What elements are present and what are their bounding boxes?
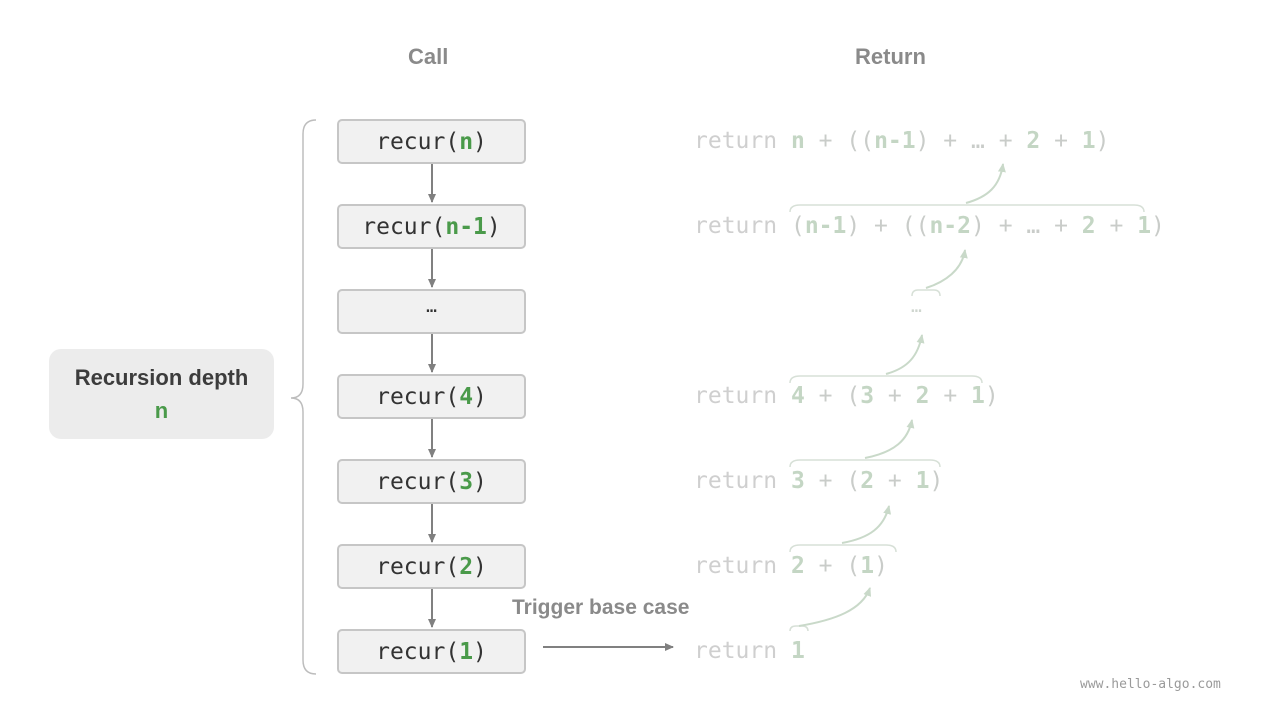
return-bracket (789, 625, 809, 632)
call-arg: 2 (459, 553, 474, 580)
return-line-4: return 4 + (3 + 2 + 1) (694, 383, 999, 409)
return-arrow (841, 505, 892, 544)
return-column-header: Return (855, 44, 926, 69)
return-ellipsis: … (911, 296, 922, 317)
recursion-depth-value: n (154, 398, 169, 423)
call-box-recur-1: recur(1) (337, 629, 526, 674)
call-box-recur-4: recur(4) (337, 374, 526, 419)
return-bracket (789, 375, 983, 384)
return-arrow (864, 419, 915, 459)
depth-brace (290, 119, 317, 675)
call-arg: 4 (459, 383, 474, 410)
call-column-header: Call (408, 44, 449, 69)
recursion-depth-title: Recursion depth (74, 365, 249, 390)
call-arg: 1 (459, 638, 474, 665)
call-box-recur-n-minus-1: recur(n-1) (337, 204, 526, 249)
call-arg: n (459, 128, 474, 155)
call-box-recur-3: recur(3) (337, 459, 526, 504)
return-bracket (789, 204, 1145, 213)
return-line-1: return 1 (694, 638, 805, 664)
return-line-2: return 2 + (1) (694, 553, 888, 579)
recursion-depth-box: Recursion depth n (49, 349, 274, 439)
call-arg: 3 (459, 468, 474, 495)
return-line-3: return 3 + (2 + 1) (694, 468, 944, 494)
call-box-recur-2: recur(2) (337, 544, 526, 589)
return-arrow (798, 587, 872, 627)
watermark: www.hello-algo.com (1080, 677, 1221, 692)
return-bracket (911, 289, 941, 297)
return-arrow (885, 334, 925, 375)
call-box-ellipsis: … (337, 289, 526, 334)
return-arrow (965, 163, 1006, 204)
call-box-recur-n: recur(n) (337, 119, 526, 164)
trigger-base-case-label: Trigger base case (512, 596, 690, 619)
return-bracket (789, 544, 897, 553)
call-arg: n-1 (445, 213, 487, 240)
return-line-n-minus-1: return (n-1) + ((n-2) + … + 2 + 1) (694, 213, 1165, 239)
return-arrow (925, 249, 968, 289)
return-bracket (789, 459, 941, 468)
return-line-n: return n + ((n-1) + … + 2 + 1) (694, 128, 1110, 154)
call-ellipsis: … (426, 296, 437, 317)
